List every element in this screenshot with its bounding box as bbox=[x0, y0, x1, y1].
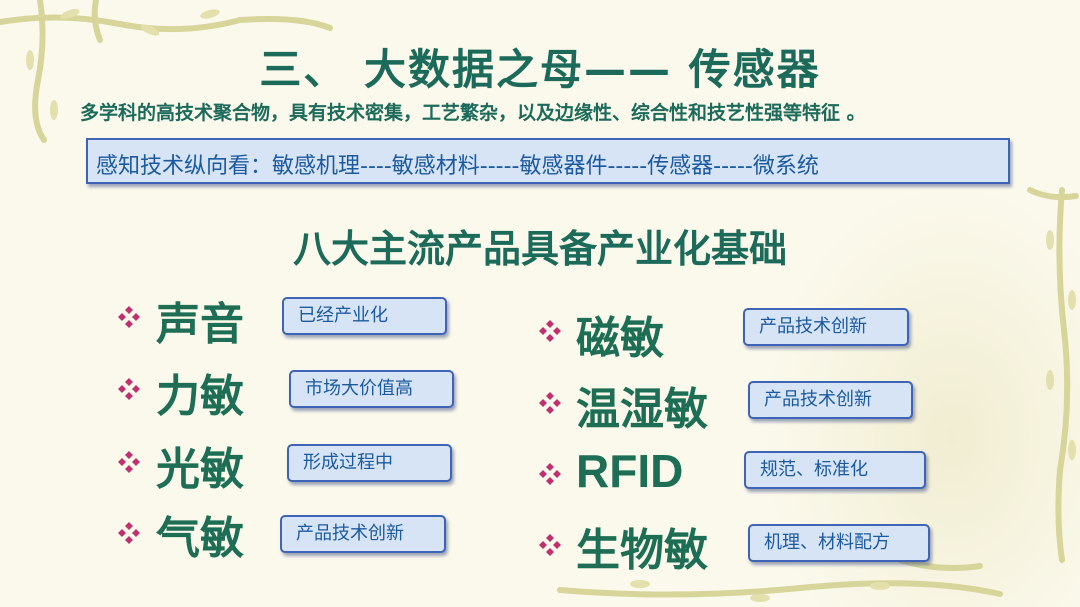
product-name: RFID bbox=[576, 445, 684, 497]
product-name: 声音 bbox=[156, 299, 244, 350]
diamond-bullet-icon bbox=[118, 522, 140, 544]
slide-title: 三、 大数据之母—— 传感器 bbox=[259, 45, 821, 94]
product-status-badge: 产品技术创新 bbox=[280, 515, 446, 553]
longitudinal-view-text: 感知技术纵向看：敏感机理----敏感材料-----敏感器件-----传感器---… bbox=[96, 154, 819, 179]
product-status-badge: 规范、标准化 bbox=[744, 451, 926, 489]
product-status-badge: 产品技术创新 bbox=[748, 381, 913, 419]
product-status-badge: 机理、材料配方 bbox=[748, 524, 930, 562]
product-status-badge: 形成过程中 bbox=[287, 444, 452, 482]
diamond-bullet-icon bbox=[539, 320, 561, 342]
product-name: 温湿敏 bbox=[576, 384, 708, 435]
diamond-bullet-icon bbox=[539, 534, 561, 556]
diamond-bullet-icon bbox=[539, 463, 561, 485]
slide-subtitle: 多学科的高技术聚合物，具有技术密集，工艺繁杂，以及边缘性、综合性和技艺性强等特征… bbox=[80, 102, 866, 124]
product-name: 生物敏 bbox=[576, 525, 708, 576]
product-name: 光敏 bbox=[156, 444, 244, 495]
diamond-bullet-icon bbox=[539, 392, 561, 414]
product-name: 气敏 bbox=[156, 513, 244, 564]
product-status-badge: 产品技术创新 bbox=[743, 308, 909, 346]
diamond-bullet-icon bbox=[118, 306, 140, 328]
diamond-bullet-icon bbox=[118, 451, 140, 473]
product-status-badge: 已经产业化 bbox=[282, 297, 447, 335]
diamond-bullet-icon bbox=[118, 378, 140, 400]
product-name: 力敏 bbox=[156, 371, 244, 422]
longitudinal-view-box: 感知技术纵向看：敏感机理----敏感材料-----敏感器件-----传感器---… bbox=[86, 138, 1010, 184]
product-status-badge: 市场大价值高 bbox=[289, 370, 454, 408]
section-heading: 八大主流产品具备产业化基础 bbox=[292, 227, 787, 271]
product-name: 磁敏 bbox=[576, 313, 664, 364]
